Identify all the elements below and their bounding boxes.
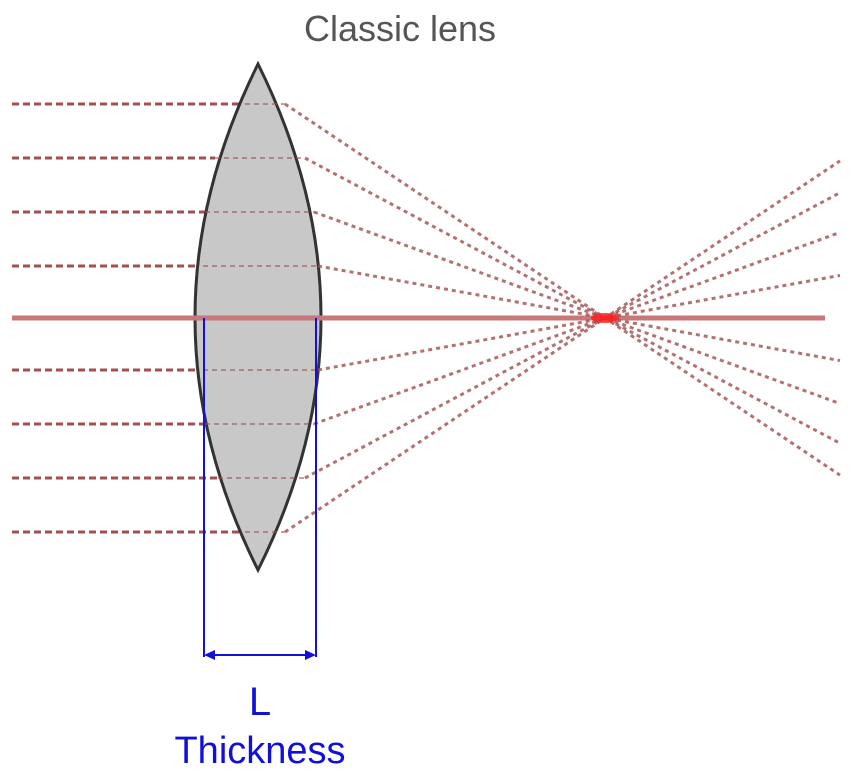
converging-ray [317, 273, 841, 372]
incoming-rays [12, 102, 245, 534]
converging-ray [304, 156, 841, 445]
dimension-arrow-left [204, 650, 215, 660]
converging-ray [284, 159, 841, 534]
converging-rays [203, 102, 841, 534]
focal-point [591, 313, 619, 323]
converging-ray [304, 191, 841, 480]
dimension-arrow-right [305, 650, 316, 660]
converging-ray [313, 230, 841, 426]
thickness-symbol: L [248, 680, 272, 724]
thickness-dimension [203, 318, 317, 660]
focal-spot [591, 313, 619, 323]
thickness-label: Thickness [174, 730, 346, 772]
converging-ray [313, 210, 841, 406]
converging-ray [284, 102, 841, 477]
converging-ray [317, 264, 841, 363]
diagram-title: Classic lens [303, 8, 497, 49]
